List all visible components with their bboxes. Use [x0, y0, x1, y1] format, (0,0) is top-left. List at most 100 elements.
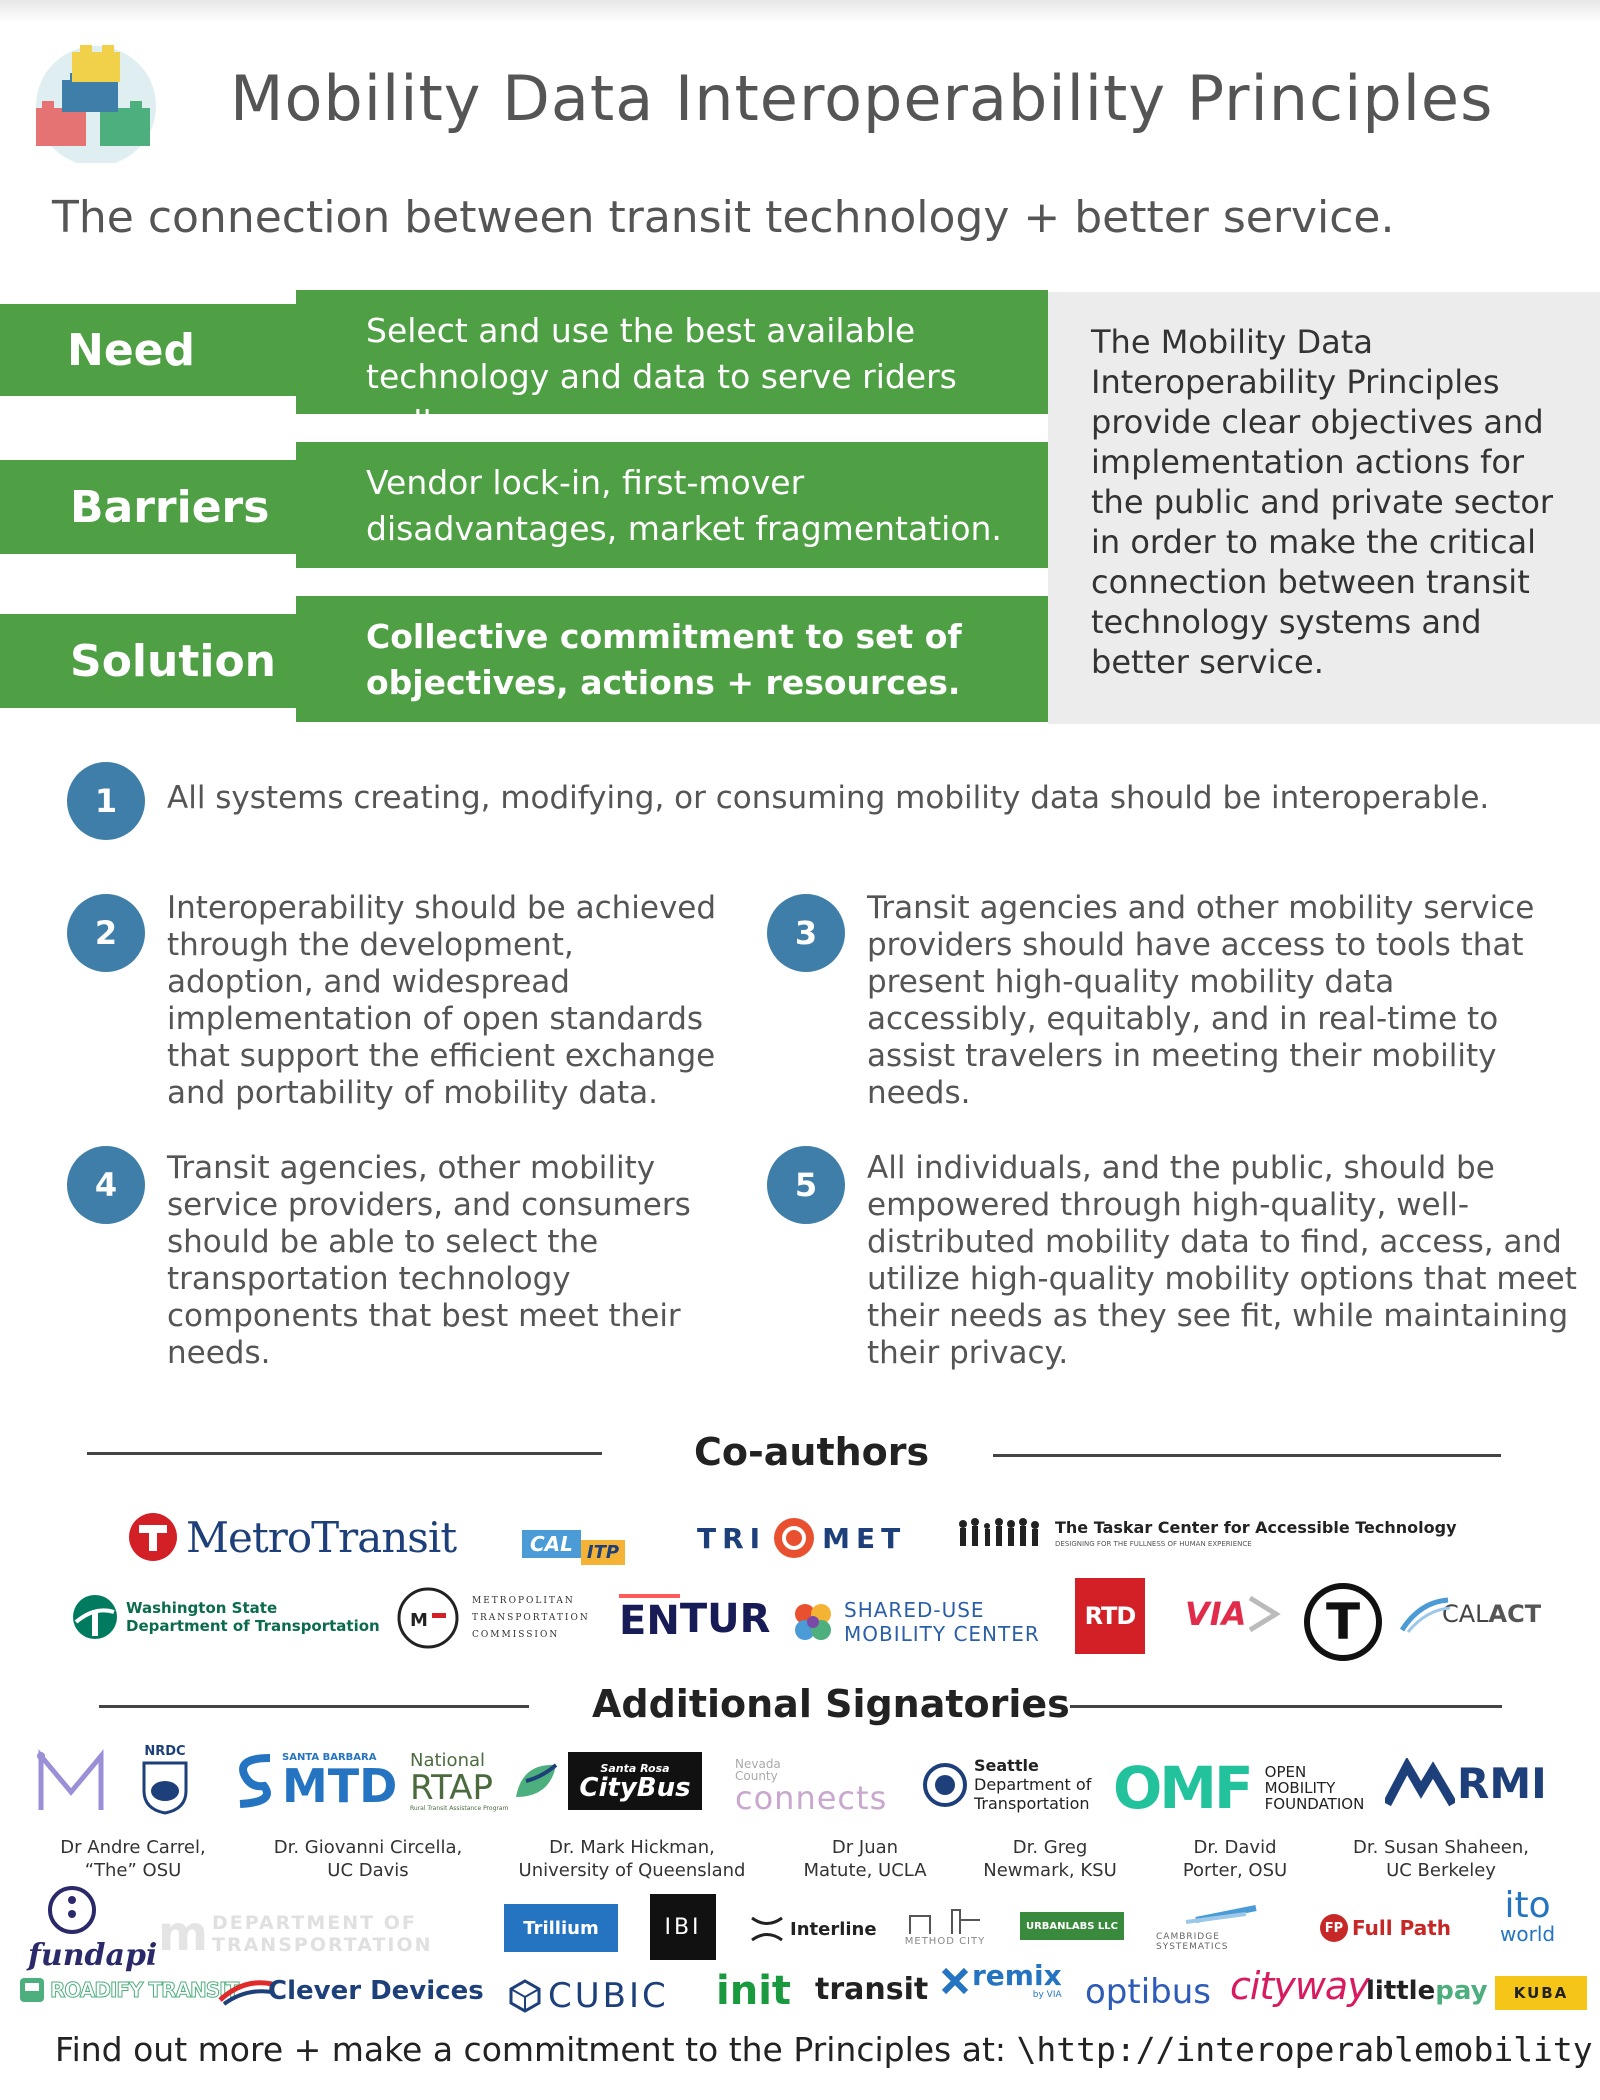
- barriers-label: Barriers: [0, 460, 300, 554]
- via-logo[interactable]: VIA: [1185, 1594, 1282, 1634]
- rtd-logo[interactable]: RTD: [1075, 1578, 1145, 1654]
- mndot-logo[interactable]: m DEPARTMENT OF TRANSPORTATION: [158, 1906, 433, 1962]
- carrel-m-logo-icon[interactable]: [33, 1748, 109, 1814]
- cambridge-systematics-logo[interactable]: CAMBRIDGE SYSTEMATICS: [1156, 1905, 1257, 1952]
- solution-label: Solution: [0, 614, 300, 708]
- shared-use-mobility-center-logo[interactable]: SHARED-USE MOBILITY CENTER: [790, 1598, 1040, 1646]
- summary-panel: The Mobility Data Interoperability Princ…: [1048, 292, 1600, 724]
- sbmtd-logo[interactable]: SANTA BARBARA MTD: [230, 1750, 397, 1810]
- mtc-icon: M: [397, 1587, 459, 1649]
- fundapi-icon: [48, 1886, 96, 1934]
- ibi-logo[interactable]: IBI: [650, 1894, 716, 1960]
- principle-5-text: All individuals, and the public, should …: [867, 1150, 1577, 1371]
- wsdot-logo[interactable]: Washington State Department of Transport…: [72, 1594, 380, 1640]
- cambridge-bars-icon: [1185, 1905, 1257, 1924]
- trimet-icon: [774, 1518, 815, 1558]
- calact-swoosh-icon: [1400, 1597, 1450, 1633]
- cubic-logo[interactable]: CUBIC: [508, 1976, 669, 2016]
- rmi-mountains-icon: [1385, 1758, 1455, 1807]
- metro-transit-icon: [129, 1513, 177, 1561]
- principle-2-text: Interoperability should be achieved thro…: [167, 890, 717, 1111]
- transit-app-logo[interactable]: transit: [815, 1972, 929, 2007]
- sbmtd-swirl-icon: [239, 1754, 271, 1808]
- cityway-logo[interactable]: cityway: [1230, 1964, 1370, 2008]
- barriers-text: Vendor lock-in, first-mover disadvantage…: [296, 442, 1048, 568]
- nrdc-logo[interactable]: NRDC: [140, 1744, 190, 1815]
- mbta-icon: [1304, 1583, 1382, 1661]
- principle-3-text: Transit agencies and other mobility serv…: [867, 890, 1535, 1111]
- nevada-county-connects-logo[interactable]: Nevada County connects: [735, 1757, 888, 1817]
- remix-icon: [942, 1968, 968, 1994]
- urbanlabs-logo[interactable]: URBANLABS LLC: [1020, 1912, 1124, 1940]
- principle-4-badge: 4: [67, 1146, 145, 1224]
- method-city-skyline-icon: [909, 1909, 980, 1934]
- solution-text: Collective commitment to set of objectiv…: [296, 596, 1048, 722]
- principle-1-text: All systems creating, modifying, or cons…: [167, 780, 1490, 816]
- roadify-transit-logo[interactable]: ROADIFY TRANSIT: [18, 1976, 240, 2004]
- wsdot-icon: [73, 1595, 117, 1639]
- national-rtap-logo[interactable]: National RTAP Rural Transit Assistance P…: [410, 1750, 560, 1812]
- calact-logo[interactable]: CAL ACT: [1400, 1597, 1541, 1633]
- cubic-hex-icon: [509, 1979, 541, 2013]
- principle-3-badge: 3: [767, 894, 845, 972]
- footer-url-link[interactable]: \http://interoperablemobility.org: [1016, 2030, 1600, 2069]
- clever-devices-logo[interactable]: Clever Devices: [218, 1976, 484, 2006]
- init-logo[interactable]: init: [716, 1968, 792, 2014]
- optibus-logo[interactable]: optibus: [1085, 1972, 1212, 2012]
- page-title: Mobility Data Interoperability Principle…: [230, 62, 1494, 135]
- people-silhouette-icon: [959, 1518, 1039, 1546]
- rmi-logo[interactable]: RMI: [1385, 1758, 1547, 1808]
- mtc-logo[interactable]: M METROPOLITAN TRANSPORTATION COMMISSION: [396, 1586, 590, 1650]
- coauthors-title: Co-authors: [694, 1430, 930, 1474]
- sumc-icon: [795, 1604, 831, 1640]
- svg-text:M: M: [410, 1610, 428, 1631]
- interline-logo[interactable]: Interline: [750, 1914, 877, 1944]
- principle-5-badge: 5: [767, 1146, 845, 1224]
- coauthors-rule-left: [87, 1452, 602, 1455]
- method-city-logo[interactable]: METHOD CITY: [900, 1906, 990, 1947]
- mndot-mark-icon: m: [158, 1906, 208, 1962]
- top-fade: [0, 0, 1600, 22]
- santa-rosa-citybus-logo[interactable]: Santa Rosa CityBus: [568, 1752, 702, 1810]
- principle-1-badge: 1: [67, 762, 145, 840]
- full-path-logo[interactable]: FP Full Path: [1320, 1914, 1451, 1942]
- littlepay-logo[interactable]: little pay: [1366, 1976, 1488, 2006]
- page-subtitle: The connection between transit technolog…: [52, 192, 1395, 243]
- open-mobility-foundation-logo[interactable]: OMF OPEN MOBILITY FOUNDATION: [1113, 1754, 1365, 1822]
- metro-transit-logo[interactable]: MetroTransit: [128, 1512, 457, 1562]
- signatories-rule-right: [1070, 1705, 1502, 1708]
- cal-itp-logo[interactable]: CAL ITP: [522, 1522, 626, 1565]
- person-circella: Dr. Giovanni Circella,UC Davis: [273, 1837, 463, 1881]
- need-label: Need: [0, 304, 300, 396]
- remix-logo[interactable]: remix by VIA: [942, 1962, 1062, 2000]
- footer-text: Find out more + make a commitment to the…: [55, 2030, 1017, 2069]
- trimet-logo[interactable]: TRI MET: [697, 1516, 906, 1560]
- fundapi-logo[interactable]: fundapi: [28, 1886, 157, 1973]
- seattle-seal-icon: [923, 1762, 967, 1807]
- footer-cta: Find out more + make a commitment to the…: [55, 2030, 1600, 2069]
- rtap-leaf-icon: [516, 1763, 558, 1797]
- person-hickman: Dr. Mark Hickman,University of Queenslan…: [518, 1837, 746, 1881]
- seattle-dot-logo[interactable]: Seattle Department of Transportation: [922, 1756, 1091, 1813]
- coauthors-rule-right: [993, 1454, 1501, 1457]
- taskar-center-logo[interactable]: The Taskar Center for Accessible Technol…: [955, 1516, 1457, 1550]
- via-arrow-icon: [1249, 1595, 1282, 1633]
- signatories-rule-left: [99, 1705, 529, 1708]
- person-carrel: Dr Andre Carrel,“The” OSU: [60, 1837, 206, 1881]
- roadify-bus-icon: [20, 1978, 44, 2002]
- ito-world-logo[interactable]: ito world: [1500, 1885, 1556, 1946]
- entur-logo[interactable]: EN TUR: [619, 1594, 771, 1644]
- signatories-title: Additional Signatories: [592, 1682, 1070, 1726]
- building-blocks-logo-icon: [36, 45, 156, 163]
- person-shaheen: Dr. Susan Shaheen,UC Berkeley: [1353, 1837, 1529, 1881]
- interline-cross-icon: [751, 1916, 783, 1942]
- trillium-logo[interactable]: Trillium: [504, 1904, 618, 1952]
- need-text: Select and use the best available techno…: [296, 290, 1048, 442]
- principle-4-text: Transit agencies, other mobility service…: [167, 1150, 691, 1371]
- clever-swoosh-icon: [218, 1980, 273, 2006]
- mbta-logo[interactable]: T: [1303, 1582, 1383, 1662]
- kuba-logo[interactable]: KUBA: [1495, 1976, 1587, 2010]
